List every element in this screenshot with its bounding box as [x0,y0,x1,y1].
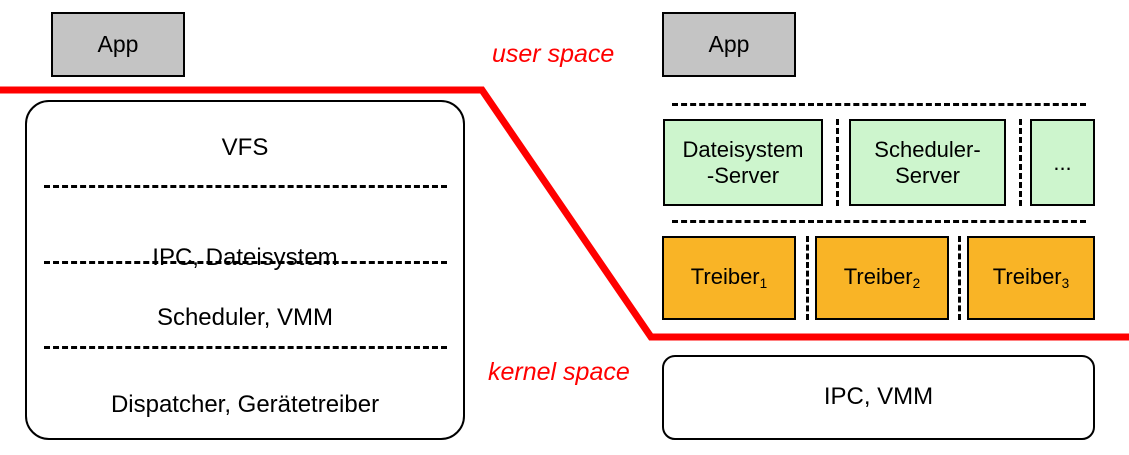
microkernel-core-box[interactable]: IPC, VMM [662,355,1095,440]
driver-label-1: Treiber1 [690,264,768,291]
driver-separator-2 [958,236,961,320]
driver-label-3: Treiber3 [992,264,1070,291]
microkernel-divider-bottom [672,220,1086,223]
monolithic-layer-ipc-dateisystem: IPC, Dateisystem [152,244,338,271]
monolithic-divider-2 [44,261,447,264]
server-box-scheduler[interactable]: Scheduler-Server [849,119,1006,206]
driver-box-2[interactable]: Treiber2 [815,236,949,320]
monolithic-divider-3 [44,346,447,349]
monolithic-layer-dispatcher-geraetetreiber: Dispatcher, Gerätetreiber [110,391,380,418]
server-box-ellipsis[interactable]: ... [1030,119,1095,206]
kernel-space-label: kernel space [488,358,630,386]
microkernel-divider-top [672,103,1086,106]
server-label-dateisystem: Dateisystem-Server [682,136,804,188]
microkernel-app-box[interactable]: App [662,12,796,77]
driver-label-2: Treiber2 [843,264,921,291]
monolithic-layer-vfs: VFS [221,134,269,161]
server-label-scheduler: Scheduler-Server [874,136,981,188]
server-box-dateisystem[interactable]: Dateisystem-Server [663,119,823,206]
driver-separator-1 [806,236,809,320]
user-space-label: user space [492,40,615,68]
monolithic-kernel-box[interactable] [25,100,465,440]
driver-box-1[interactable]: Treiber1 [662,236,796,320]
driver-box-3[interactable]: Treiber3 [967,236,1095,320]
monolithic-app-box[interactable]: App [51,12,185,77]
server-separator-2 [1019,119,1022,206]
server-separator-1 [836,119,839,206]
server-label-ellipsis: ... [1053,149,1072,175]
monolithic-layer-scheduler-vmm: Scheduler, VMM [156,304,334,331]
monolithic-divider-1 [44,185,447,188]
